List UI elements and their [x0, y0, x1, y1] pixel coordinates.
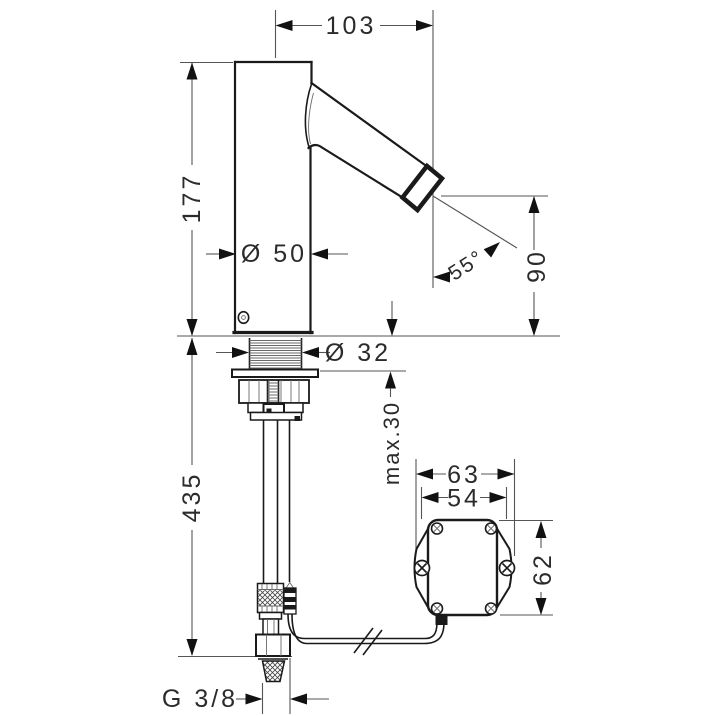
dim-label-diameter-50: Ø 50 — [241, 240, 307, 268]
dim-label-63: 63 — [447, 461, 481, 489]
dim-label-103: 103 — [326, 12, 377, 40]
cable-break-marks — [353, 627, 383, 656]
dim-body-diameter: Ø 50 — [206, 240, 348, 268]
dim-outlet-height: 90 — [523, 196, 551, 336]
dim-label-g38: G 3/8 — [162, 685, 238, 713]
sensor-window-icon — [237, 310, 250, 325]
dim-label-54: 54 — [447, 485, 481, 513]
dim-label-55deg: 55° — [444, 246, 488, 286]
cable-run-top — [287, 613, 438, 640]
faucet-body — [232, 60, 446, 335]
hose-fitting — [262, 618, 280, 636]
deck-washer — [231, 368, 319, 378]
inlet-strainer — [261, 660, 286, 683]
box-cable-gland — [435, 615, 448, 625]
sensor-cable — [283, 581, 445, 656]
dim-thread-size: G 3/8 — [162, 685, 329, 713]
mounting-shank — [231, 338, 319, 421]
dim-label-diameter-32: Ø 32 — [325, 339, 391, 367]
dim-spout-angle: 55° — [433, 242, 500, 285]
supply-hose — [255, 420, 291, 683]
spout-fillet-inner — [308, 92, 314, 145]
sensor-dot-icon — [241, 315, 246, 320]
dim-below-deck-length: 435 — [178, 338, 206, 656]
dim-max-deck-thickness: max.30 — [379, 301, 404, 485]
spout-fillet-outer — [304, 83, 313, 148]
dim-box-height: 62 — [529, 521, 557, 615]
dim-label-62: 62 — [529, 552, 557, 586]
extension-lines — [177, 10, 560, 714]
corner-screws — [430, 522, 498, 615]
dim-label-max30: max.30 — [379, 401, 404, 485]
dim-body-height: 177 — [178, 62, 206, 336]
dim-label-435: 435 — [178, 472, 206, 523]
cable-run-bottom — [291, 613, 445, 645]
aerator-end-cap — [399, 162, 446, 214]
hose-collar — [258, 611, 283, 620]
hex-nut — [255, 633, 291, 657]
dim-box-inner-width: 54 — [421, 485, 507, 513]
dim-box-outer-width: 63 — [416, 461, 515, 489]
dim-label-177: 177 — [178, 173, 206, 224]
dim-shank-diameter: Ø 32 — [216, 339, 391, 367]
spout-top-edge — [309, 81, 429, 169]
control-box — [413, 518, 516, 625]
spout-bottom-edge — [306, 143, 405, 200]
shank-thread-lines — [249, 340, 302, 369]
nut-base-band — [249, 411, 303, 421]
dim-spout-reach: 103 — [275, 12, 433, 40]
dim-label-90: 90 — [523, 249, 551, 283]
